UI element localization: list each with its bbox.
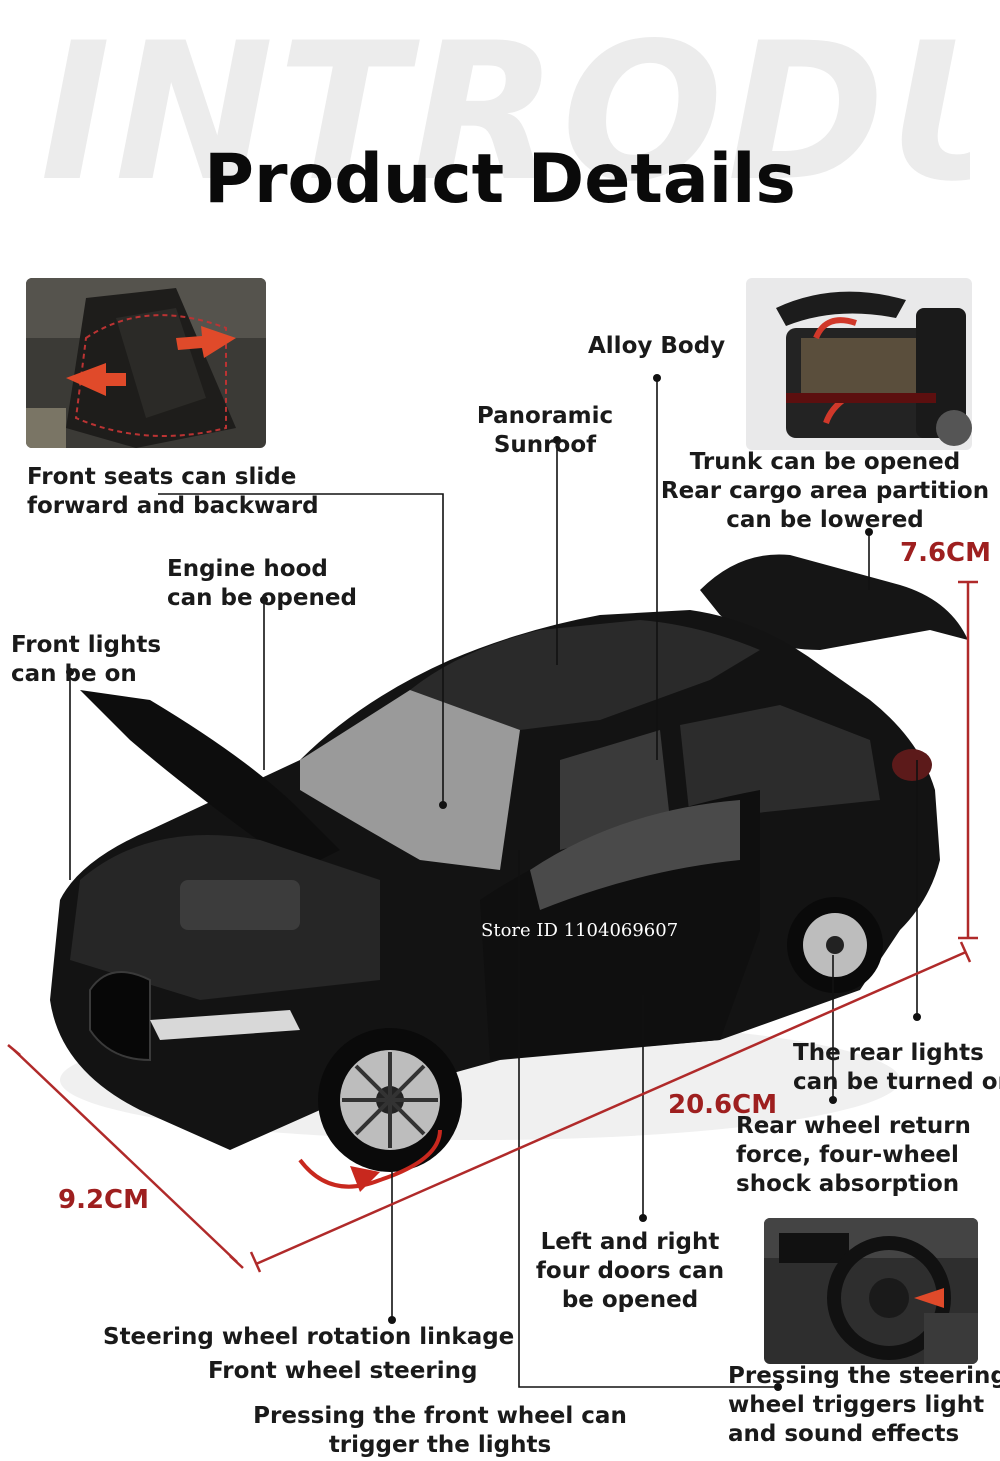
label-press-front-wheel: Pressing the front wheel can trigger the… xyxy=(253,1403,627,1458)
label-sunroof: Panoramic Sunroof xyxy=(476,403,614,458)
label-front-seats: Front seats can slide forward and backwa… xyxy=(27,464,319,519)
label-trunk: Trunk can be opened Rear cargo area part… xyxy=(660,449,990,533)
label-steering-linkage: Steering wheel rotation linkage xyxy=(103,1324,515,1350)
label-rear-wheel: Rear wheel return force, four-wheel shoc… xyxy=(736,1113,971,1197)
label-engine-hood: Engine hood can be opened xyxy=(167,556,357,611)
dimension-height: 7.6CM xyxy=(900,538,992,568)
label-alloy-body: Alloy Body xyxy=(588,333,726,359)
page-title: Product Details xyxy=(204,140,796,219)
label-front-wheel-steering: Front wheel steering xyxy=(208,1358,478,1384)
background-word: INTRODUCE xyxy=(40,18,970,208)
trunk-thumbnail xyxy=(746,278,972,450)
steering-thumbnail xyxy=(764,1218,978,1364)
label-rear-lights: The rear lights can be turned on xyxy=(793,1040,1000,1095)
front-seat-thumbnail xyxy=(26,278,266,448)
label-press-steering: Pressing the steering wheel triggers lig… xyxy=(728,1363,1000,1447)
label-doors: Left and right four doors can be opened xyxy=(535,1229,725,1313)
dimension-length: 20.6CM xyxy=(668,1090,778,1120)
dimension-width: 9.2CM xyxy=(58,1185,150,1215)
watermark: Store ID 1104069607 xyxy=(481,920,679,941)
label-front-lights: Front lights can be on xyxy=(11,632,162,687)
